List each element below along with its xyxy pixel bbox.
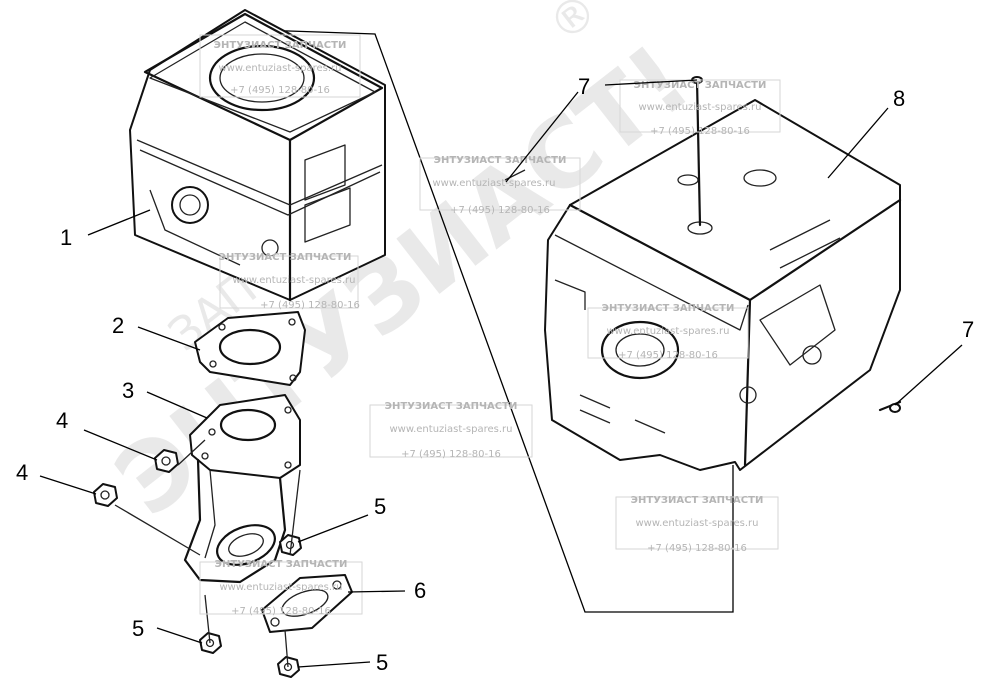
callout-5-right: 5	[374, 494, 386, 519]
svg-text:+7 (495) 128-80-16: +7 (495) 128-80-16	[618, 350, 718, 361]
watermark-stamp: ЭНТУЗИАСТ ЗАПЧАСТИ www.entuziast-spares.…	[199, 34, 361, 98]
leader-lines	[39, 79, 963, 668]
svg-text:ЭНТУЗИАСТ ЗАПЧАСТИ: ЭНТУЗИАСТ ЗАПЧАСТИ	[634, 80, 767, 91]
watermark-stamp: ЭНТУЗИАСТ ЗАПЧАСТИ www.entuziast-spares.…	[199, 559, 363, 617]
callout-3: 3	[122, 378, 134, 403]
svg-text:+7 (495) 128-80-16: +7 (495) 128-80-16	[230, 85, 330, 96]
svg-text:www.entuziast-spares.ru: www.entuziast-spares.ru	[606, 326, 729, 337]
callout-7-right: 7	[962, 317, 974, 342]
svg-text:+7 (495) 128-80-16: +7 (495) 128-80-16	[650, 126, 750, 137]
nut-4-lower	[93, 483, 118, 507]
nut-5-left-bottom	[199, 632, 222, 654]
svg-text:ЭНТУЗИАСТ ЗАПЧАСТИ: ЭНТУЗИАСТ ЗАПЧАСТИ	[215, 559, 348, 570]
svg-text:ЭНТУЗИАСТ ЗАПЧАСТИ: ЭНТУЗИАСТ ЗАПЧАСТИ	[434, 155, 567, 166]
svg-text:www.entuziast-spares.ru: www.entuziast-spares.ru	[389, 424, 512, 435]
svg-text:www.entuziast-spares.ru: www.entuziast-spares.ru	[635, 518, 758, 529]
gasket-upper	[194, 311, 306, 386]
svg-text:+7 (495) 128-80-16: +7 (495) 128-80-16	[231, 606, 331, 617]
watermark-stamp: ЭНТУЗИАСТ ЗАПЧАСТИ www.entuziast-spares.…	[619, 79, 781, 137]
svg-text:www.entuziast-spares.ru: www.entuziast-spares.ru	[232, 275, 355, 286]
svg-text:®: ®	[538, 0, 607, 52]
callout-5-bottom: 5	[376, 650, 388, 675]
callouts: 1 2 3 4 4 5 5 5 6 7 7 8	[16, 74, 974, 675]
watermark-stamp: ЭНТУЗИАСТ ЗАПЧАСТИ www.entuziast-spares.…	[419, 155, 581, 216]
nut-4-upper	[154, 449, 179, 473]
svg-text:+7 (495) 128-80-16: +7 (495) 128-80-16	[450, 205, 550, 216]
muffler	[129, 9, 386, 302]
callout-6: 6	[414, 578, 426, 603]
svg-text:ЭНТУЗИАСТ ЗАПЧАСТИ: ЭНТУЗИАСТ ЗАПЧАСТИ	[219, 252, 352, 263]
svg-text:+7 (495) 128-80-16: +7 (495) 128-80-16	[260, 300, 360, 311]
nut-5-right	[279, 534, 302, 556]
svg-text:ЭНТУЗИАСТ ЗАПЧАСТИ: ЭНТУЗИАСТ ЗАПЧАСТИ	[602, 303, 735, 314]
svg-text:+7 (495) 128-80-16: +7 (495) 128-80-16	[647, 543, 747, 554]
watermark-stamp: ЭНТУЗИАСТ ЗАПЧАСТИ www.entuziast-spares.…	[369, 401, 533, 460]
callout-2: 2	[112, 313, 124, 338]
stud-guide-lines	[114, 439, 301, 668]
watermark-stamp: ЭНТУЗИАСТ ЗАПЧАСТИ www.entuziast-spares.…	[219, 252, 360, 311]
svg-text:www.entuziast-spares.ru: www.entuziast-spares.ru	[638, 102, 761, 113]
exhaust-flange-pipe	[183, 394, 301, 584]
callout-5-left: 5	[132, 616, 144, 641]
callout-4-upper: 4	[56, 408, 68, 433]
callout-7-top: 7	[578, 74, 590, 99]
svg-text:+7 (495) 128-80-16: +7 (495) 128-80-16	[401, 449, 501, 460]
callout-8: 8	[893, 86, 905, 111]
svg-text:www.entuziast-spares.ru: www.entuziast-spares.ru	[218, 63, 341, 74]
assembly-bracket-line	[259, 29, 734, 613]
svg-text:ЭНТУЗИАСТ ЗАПЧАСТИ: ЭНТУЗИАСТ ЗАПЧАСТИ	[385, 401, 518, 412]
watermark-stamp: ЭНТУЗИАСТ ЗАПЧАСТИ www.entuziast-spares.…	[615, 495, 779, 554]
svg-text:ЭНТУЗИАСТ ЗАПЧАСТИ: ЭНТУЗИАСТ ЗАПЧАСТИ	[631, 495, 764, 506]
svg-text:www.entuziast-spares.ru: www.entuziast-spares.ru	[432, 178, 555, 189]
nut-5-bottom	[277, 656, 300, 678]
callout-1: 1	[60, 225, 72, 250]
svg-text:ЭНТУЗИАСТ ЗАПЧАСТИ: ЭНТУЗИАСТ ЗАПЧАСТИ	[214, 40, 347, 51]
svg-text:www.entuziast-spares.ru: www.entuziast-spares.ru	[219, 582, 342, 593]
watermark-stamp: ЭНТУЗИАСТ ЗАПЧАСТИ www.entuziast-spares.…	[587, 303, 749, 361]
callout-4-lower: 4	[16, 460, 28, 485]
